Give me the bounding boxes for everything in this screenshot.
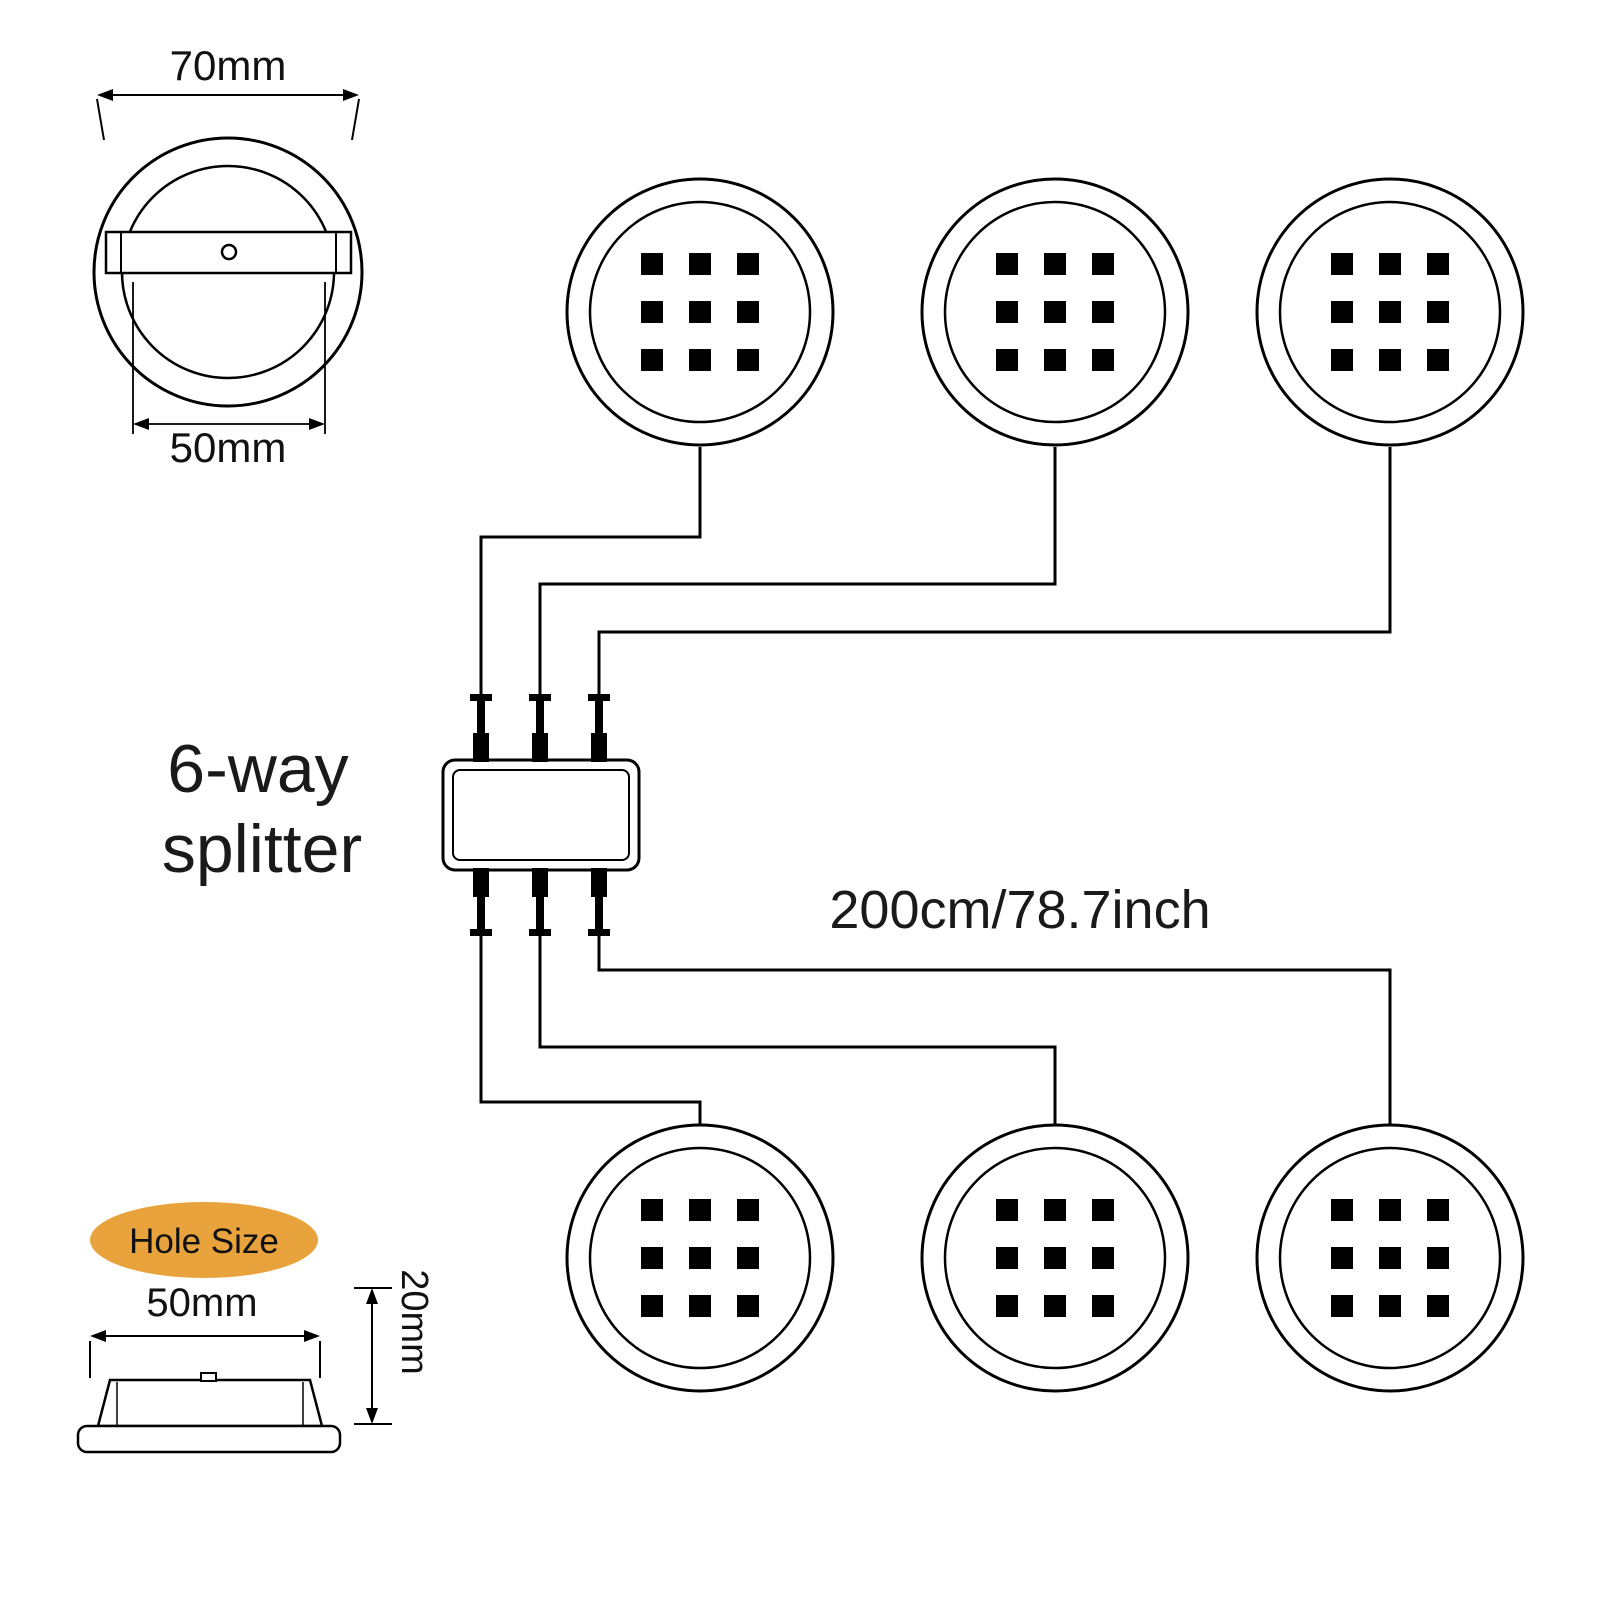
- hole-size-badge: [90, 1202, 318, 1278]
- cable-to-light-1: [479, 447, 702, 697]
- outer-diameter-label: 70mm: [170, 42, 287, 89]
- connector-top-3: [588, 694, 610, 762]
- cutout-diameter-label: 50mm: [170, 424, 287, 471]
- side-view-detail: Hole Size 50mm 20mm: [76, 1202, 435, 1454]
- arrowhead-right: [309, 418, 325, 430]
- connector-bottom-2: [529, 868, 551, 936]
- puck-light-2: [920, 177, 1190, 447]
- cable-to-light-6: [597, 933, 1392, 1126]
- cable-to-light-2: [538, 447, 1057, 697]
- connector-bottom-1: [470, 868, 492, 936]
- hole-width-dimension: [89, 1335, 321, 1378]
- splitter-connectors: [470, 694, 610, 936]
- puck-light-5: [920, 1123, 1190, 1393]
- splitter-label-line2: splitter: [162, 811, 362, 887]
- arrowhead-right: [343, 89, 359, 101]
- puck-body-profile: [96, 1378, 324, 1428]
- arrowhead-up: [366, 1288, 378, 1304]
- body-top-notch: [200, 1372, 217, 1382]
- top-view-detail: 70mm 50mm: [92, 42, 364, 471]
- cable-to-light-5: [538, 933, 1057, 1126]
- puck-light-3: [1255, 177, 1525, 447]
- cables: [479, 447, 1392, 1126]
- cable-to-light-4: [479, 933, 702, 1126]
- puck-light-4: [565, 1123, 835, 1393]
- connector-top-2: [529, 694, 551, 762]
- arrowhead-down: [366, 1408, 378, 1424]
- height-dimension: [354, 1287, 392, 1425]
- arrowhead-left: [90, 1330, 106, 1342]
- splitter-outer: [441, 758, 641, 872]
- bracket-center-hole: [220, 243, 238, 261]
- arrowhead-left: [97, 89, 113, 101]
- height-label: 20mm: [393, 1269, 435, 1375]
- splitter-box: [441, 758, 641, 872]
- splitter-inner: [452, 769, 630, 861]
- splitter-label-line1: 6-way: [167, 731, 348, 807]
- hole-width-label: 50mm: [146, 1281, 257, 1325]
- cutout-diameter-dimension: [132, 282, 326, 434]
- arrowhead-left: [133, 418, 149, 430]
- cable-to-light-3: [597, 447, 1392, 697]
- connector-top-1: [470, 694, 492, 762]
- cable-length-label: 200cm/78.7inch: [829, 880, 1210, 940]
- puck-base-plate: [76, 1424, 342, 1454]
- arrowhead-right: [304, 1330, 320, 1342]
- puck-light-1: [565, 177, 835, 447]
- hole-size-badge-label: Hole Size: [129, 1222, 279, 1261]
- outer-diameter-dimension: [96, 94, 360, 141]
- puck-light-6: [1255, 1123, 1525, 1393]
- connector-bottom-3: [588, 868, 610, 936]
